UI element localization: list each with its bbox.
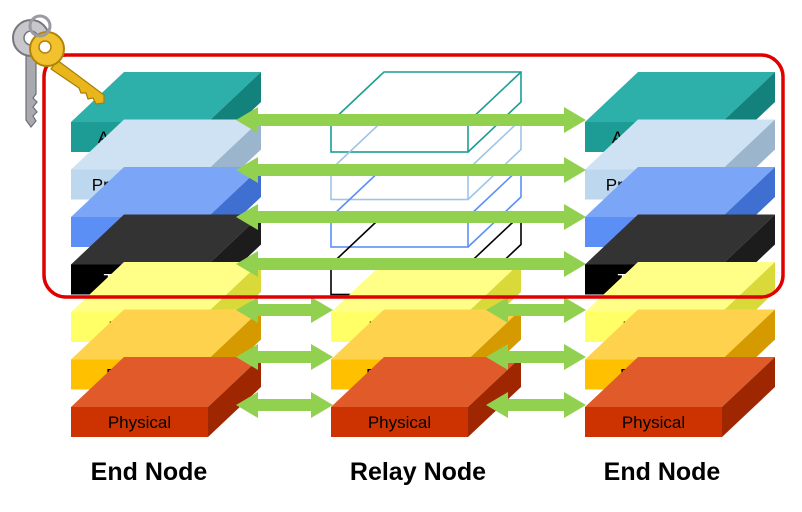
application-top-face xyxy=(585,72,775,122)
physical-label: Physical xyxy=(368,413,431,432)
physical-front-face xyxy=(585,407,722,437)
application-peer-arrow xyxy=(236,107,586,133)
physical-arrow-left-hop xyxy=(236,392,333,418)
session-top-face xyxy=(71,167,261,217)
ghost-presentation-outline xyxy=(330,118,522,201)
network-top-face xyxy=(585,262,775,312)
application-top-face xyxy=(71,72,261,122)
physical-top-face xyxy=(331,357,521,407)
datalink-top-face xyxy=(331,309,521,360)
network-top-face xyxy=(331,262,521,312)
datalink-arrow-left-hop xyxy=(236,344,333,370)
presentation-top-face xyxy=(71,119,261,170)
ghost-application-front xyxy=(330,121,469,153)
physical-front-face xyxy=(71,407,208,437)
network-arrow-left-hop xyxy=(236,297,333,323)
end-node-left-title: End Node xyxy=(90,458,208,486)
transport-top-face xyxy=(71,214,261,265)
transport-top-face xyxy=(585,214,775,265)
end-node-left-stack: ApplicationPresentationSessionTransportN… xyxy=(71,72,261,437)
physical-side-face xyxy=(722,357,775,437)
physical-front-face xyxy=(331,407,468,437)
physical-label: Physical xyxy=(622,413,685,432)
transport-peer-arrow xyxy=(236,251,586,277)
physical-arrow-right-hop xyxy=(486,392,586,418)
relay-node-stack: NetworkDataLinkPhysical xyxy=(331,262,521,437)
datalink-arrow-right-hop xyxy=(486,344,586,370)
ghost-presentation-edge xyxy=(467,118,522,171)
peer-arrows xyxy=(236,107,586,418)
ghost-session-outline xyxy=(330,166,522,248)
session-top-face xyxy=(585,167,775,217)
physical-top-face xyxy=(71,357,261,407)
ghost-application-edge xyxy=(467,71,522,123)
physical-top-face xyxy=(585,357,775,407)
network-arrow-right-hop xyxy=(486,297,586,323)
ghost-application-outline xyxy=(330,71,522,153)
end-node-right-title: End Node xyxy=(603,458,721,486)
presentation-peer-arrow xyxy=(236,157,586,183)
datalink-top-face xyxy=(71,309,261,360)
presentation-top-face xyxy=(585,119,775,170)
session-peer-arrow xyxy=(236,204,586,230)
end-to-end-highlight-frame xyxy=(42,53,785,299)
datalink-top-face xyxy=(585,309,775,360)
physical-side-face xyxy=(208,357,261,437)
physical-label: Physical xyxy=(108,413,171,432)
physical-side-face xyxy=(468,357,521,437)
keys-icon xyxy=(12,14,105,128)
relay-node-title: Relay Node xyxy=(349,458,487,486)
end-node-right-stack: ApplicationPresentationSessionTransportN… xyxy=(585,72,775,437)
network-top-face xyxy=(71,262,261,312)
